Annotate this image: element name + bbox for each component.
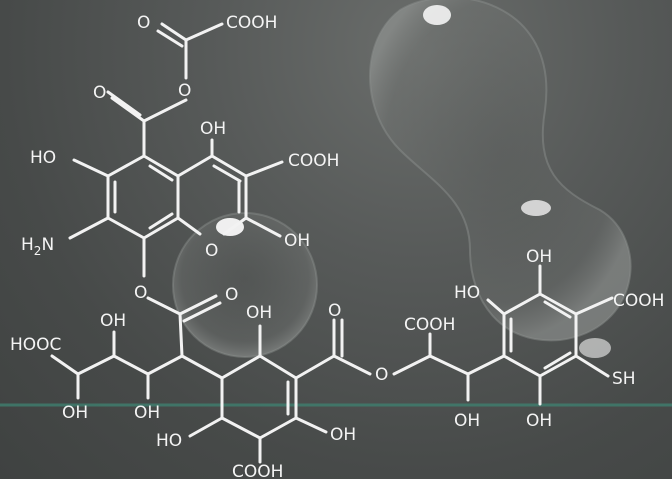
hydroxyl-label: OH: [330, 425, 356, 445]
thiol-label: SH: [612, 369, 636, 389]
amine-label: H2N: [21, 235, 54, 258]
carboxyl-label: COOH: [226, 13, 277, 33]
bond-lines: [50, 22, 614, 464]
oxygen-label: O: [178, 81, 191, 101]
carboxyl-label: HOOC: [10, 335, 61, 355]
oxygen-label: O: [375, 365, 388, 385]
oxygen-label: O: [328, 301, 341, 321]
carboxyl-label: COOH: [613, 291, 664, 311]
carboxyl-label: COOH: [288, 151, 339, 171]
bubble-large: [369, 0, 632, 358]
hydroxyl-label: OH: [526, 411, 552, 431]
hydroxyl-label: OH: [526, 247, 552, 267]
hydroxyl-label: OH: [62, 403, 88, 423]
hydroxyl-label: OH: [454, 411, 480, 431]
oxygen-label: O: [137, 13, 150, 33]
hydroxyl-label: OH: [134, 403, 160, 423]
hydroxyl-label: OH: [284, 231, 310, 251]
hydroxyl-label: OH: [246, 303, 272, 323]
oxygen-label: O: [134, 283, 147, 303]
ring-oxygen-label: O: [205, 241, 218, 261]
atom-labels: O COOH O O OH HO COOH H2N O OH O O HOOC …: [10, 13, 664, 479]
oxygen-label: O: [93, 83, 106, 103]
carboxyl-label: COOH: [232, 462, 283, 479]
hydroxyl-label: HO: [156, 431, 182, 451]
carboxyl-label: COOH: [404, 315, 455, 335]
oxygen-label: O: [225, 285, 238, 305]
hydroxyl-label: OH: [200, 119, 226, 139]
hydroxyl-label: OH: [100, 311, 126, 331]
hydroxyl-label: HO: [30, 148, 56, 168]
hydroxyl-label: HO: [454, 283, 480, 303]
